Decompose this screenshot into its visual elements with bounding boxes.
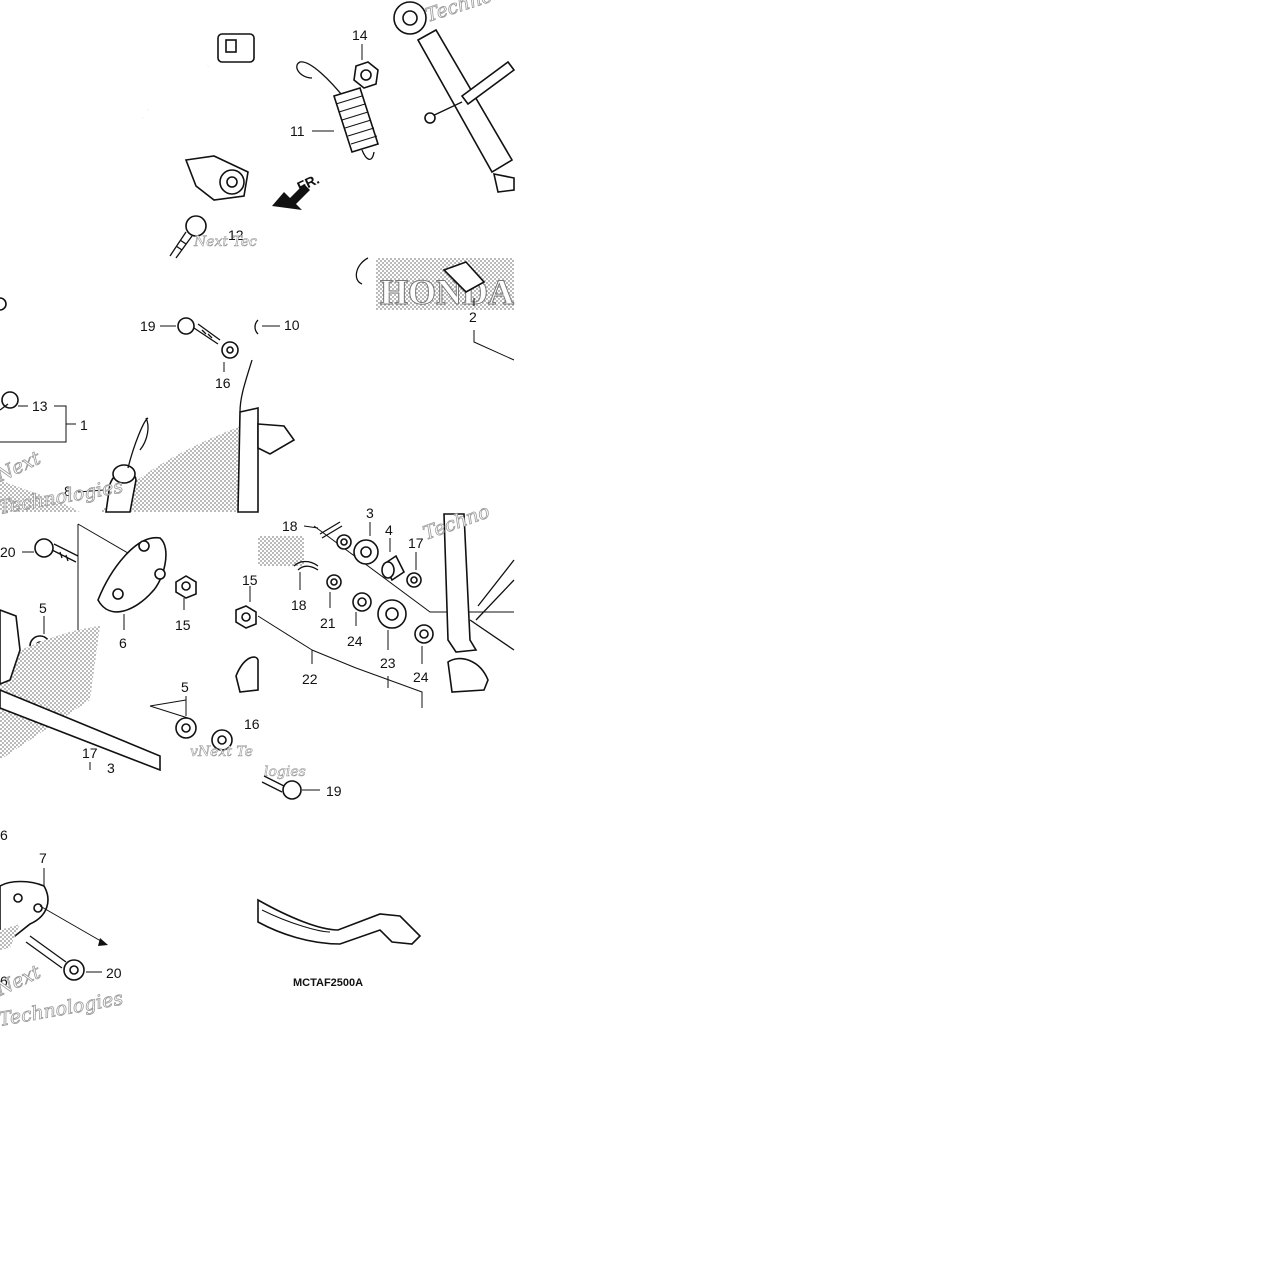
callout-5: 5 bbox=[39, 600, 47, 616]
svg-text:HONDA: HONDA bbox=[380, 272, 514, 312]
stand-leg-center bbox=[443, 513, 515, 693]
callout-3: 3 bbox=[366, 505, 374, 521]
collar-24 bbox=[352, 592, 372, 612]
bolt-20b bbox=[25, 935, 85, 981]
watermark-text: Techno bbox=[423, 0, 495, 27]
leader-plate-7 bbox=[39, 905, 107, 945]
callout-21: 21 bbox=[320, 615, 336, 631]
side-stand-bar bbox=[393, 1, 516, 193]
bracket-1 bbox=[0, 405, 76, 443]
callout-5b: 5 bbox=[181, 679, 189, 695]
nut-14 bbox=[353, 61, 379, 89]
nut-15 bbox=[175, 575, 197, 599]
callout-14: 14 bbox=[352, 27, 368, 43]
callout-1: 1 bbox=[80, 417, 88, 433]
callout-16: 16 bbox=[215, 375, 231, 391]
stand-plate-6 bbox=[97, 537, 167, 613]
nut-15b bbox=[235, 605, 257, 629]
callout-15b: 15 bbox=[242, 572, 258, 588]
spring-11 bbox=[296, 61, 380, 160]
callout-15: 15 bbox=[175, 617, 191, 633]
watermark-text: Next Tec bbox=[193, 234, 257, 250]
watermark-text: Technologies bbox=[0, 987, 125, 1031]
watermark-text: vNext Te bbox=[190, 744, 253, 760]
callout-22: 22 bbox=[302, 671, 318, 687]
callout-6b: 6 bbox=[0, 827, 8, 843]
leader-8 bbox=[77, 489, 105, 493]
watermark-text: Next bbox=[0, 961, 44, 1001]
watermark-text: Next bbox=[0, 447, 44, 487]
clip-10 bbox=[254, 319, 259, 335]
callout-13: 13 bbox=[32, 398, 48, 414]
collar-5b bbox=[175, 717, 197, 739]
callout-17: 17 bbox=[408, 535, 424, 551]
bolt-13 bbox=[0, 391, 19, 411]
callout-24: 24 bbox=[347, 633, 363, 649]
callout-8: 8 bbox=[64, 483, 72, 499]
callout-10: 10 bbox=[284, 317, 300, 333]
watermark-text: logies bbox=[264, 764, 306, 780]
main-stand-foot bbox=[257, 898, 422, 945]
leader-18 bbox=[303, 525, 319, 529]
callout-6: 6 bbox=[119, 635, 127, 651]
callout-23: 23 bbox=[380, 655, 396, 671]
stand-spring-8 bbox=[139, 417, 149, 451]
front-label: FR. bbox=[295, 171, 322, 195]
bolt-20 bbox=[34, 538, 79, 563]
callout-18b: 18 bbox=[291, 597, 307, 613]
front-arrow: FR. bbox=[272, 171, 322, 210]
callout-2: 2 bbox=[469, 309, 477, 325]
stand-leg-right bbox=[237, 359, 296, 513]
callout-20b: 20 bbox=[106, 965, 122, 981]
leader-5b bbox=[149, 699, 189, 719]
callout-19b: 19 bbox=[326, 783, 342, 799]
callout-4: 4 bbox=[385, 522, 393, 538]
callout-17b: 17 bbox=[82, 745, 98, 761]
callout-12: 12 bbox=[228, 227, 244, 243]
honda-logo-partial bbox=[258, 536, 304, 566]
stand-plate-7 bbox=[0, 880, 49, 950]
plate-right-partial bbox=[235, 656, 259, 693]
arrow-head bbox=[98, 938, 108, 946]
pin-18 bbox=[319, 521, 343, 539]
honda-logo: HONDA bbox=[376, 258, 515, 313]
figure-code: MCTAF2500A bbox=[293, 977, 363, 989]
callout-3: 3 bbox=[107, 760, 115, 776]
bushing-group-line bbox=[313, 525, 514, 613]
bolt-19 bbox=[177, 317, 221, 345]
washer-partial bbox=[0, 297, 7, 311]
bushing-large bbox=[353, 539, 379, 565]
bracket-22 bbox=[257, 615, 423, 708]
bolt-19b bbox=[261, 775, 302, 800]
stand-foot bbox=[442, 261, 486, 293]
callout-7: 7 bbox=[39, 850, 47, 866]
callout-24b: 24 bbox=[413, 669, 429, 685]
spring-hook bbox=[355, 257, 369, 285]
honda-wing-logo bbox=[0, 420, 258, 512]
callout-19: 19 bbox=[140, 318, 156, 334]
bolt-12 bbox=[169, 215, 207, 259]
honda-wing-logo-lower bbox=[0, 626, 100, 760]
collar-24b bbox=[414, 624, 434, 644]
main-stand-pipe bbox=[105, 417, 149, 513]
collar-4 bbox=[381, 554, 406, 582]
callout-20: 20 bbox=[0, 544, 16, 560]
leader-2-bracket bbox=[473, 330, 515, 361]
callout-18: 18 bbox=[282, 518, 298, 534]
bushing-23 bbox=[377, 599, 407, 629]
callout-6c: 6 bbox=[0, 973, 8, 989]
callout-16b: 16 bbox=[244, 716, 260, 732]
callout-11: 11 bbox=[290, 123, 305, 139]
side-stand-switch-cable bbox=[96, 33, 255, 201]
pin-18b bbox=[293, 560, 319, 571]
main-stand-frame bbox=[0, 609, 161, 772]
